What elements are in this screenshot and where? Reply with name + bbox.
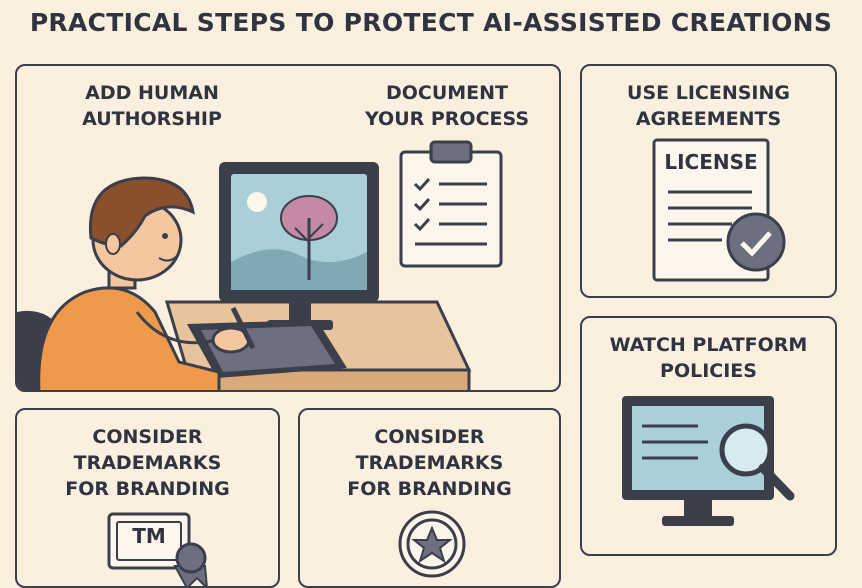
platform-label: WATCH PLATFORM POLICIES bbox=[609, 334, 808, 382]
page-title: PRACTICAL STEPS TO PROTECT AI-ASSISTED C… bbox=[29, 8, 833, 37]
star-seal-icon bbox=[398, 510, 466, 578]
checkmark-badge-icon bbox=[726, 212, 786, 272]
panel-licensing: USE LICENSING AGREEMENTS LICENSE bbox=[580, 64, 837, 298]
artist-at-desk-illustration bbox=[17, 162, 472, 390]
tm-certificate-icon bbox=[107, 512, 208, 586]
tm-badge-text: TM bbox=[132, 524, 166, 548]
authorship-label: ADD HUMAN AUTHORSHIP bbox=[82, 82, 222, 130]
clipboard-icon bbox=[399, 140, 503, 268]
panel-trademarks-certificate: CONSIDER TRADEMARKS FOR BRANDING TM bbox=[15, 408, 280, 588]
panel-platform-policies: WATCH PLATFORM POLICIES bbox=[580, 316, 837, 556]
licensing-label: USE LICENSING AGREEMENTS bbox=[627, 82, 790, 130]
trademark-a-label: CONSIDER TRADEMARKS FOR BRANDING bbox=[65, 426, 230, 500]
panel-trademarks-seal: CONSIDER TRADEMARKS FOR BRANDING bbox=[298, 408, 561, 588]
monitor-magnifier-icon bbox=[622, 396, 795, 526]
trademark-b-label: CONSIDER TRADEMARKS FOR BRANDING bbox=[347, 426, 512, 500]
panel-authorship-documentation: ADD HUMAN AUTHORSHIP DOCUMENT YOUR PROCE… bbox=[15, 64, 561, 392]
license-doc-heading: LICENSE bbox=[664, 150, 758, 174]
document-label: DOCUMENT YOUR PROCESS bbox=[364, 82, 530, 130]
